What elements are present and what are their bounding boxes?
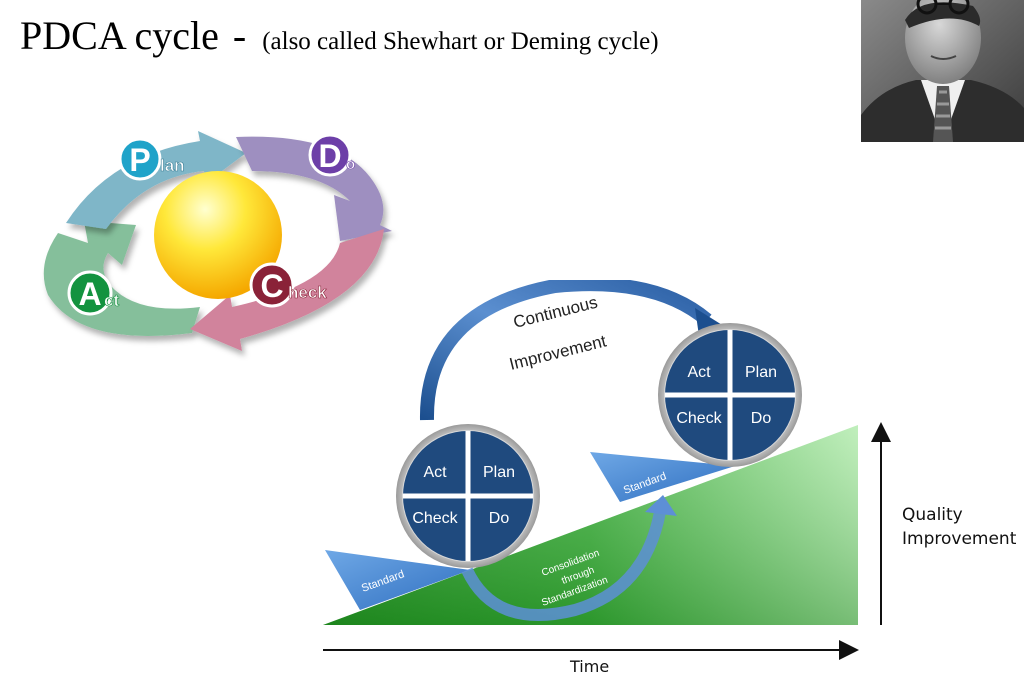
pdca-wheel-high: Act Plan Check Do [658, 323, 802, 467]
pdca-wheel-low: Act Plan Check Do [396, 424, 540, 568]
page-title: PDCA cycle [20, 13, 219, 58]
wheel-low-do: Do [489, 510, 510, 527]
act-initial: A [78, 276, 101, 312]
wheel-low-plan: Plan [483, 464, 515, 481]
standard-wedge-high [590, 452, 735, 502]
wheel-high-plan: Plan [745, 364, 777, 381]
wheel-high-do: Do [751, 410, 772, 427]
act-badge: A ct [67, 270, 120, 316]
plan-rest: lan [160, 156, 185, 175]
time-label: Time [570, 657, 610, 676]
title-dash: - [232, 13, 247, 58]
check-arrow-segment [190, 229, 384, 351]
center-sphere [154, 171, 282, 299]
do-rest: o [346, 156, 355, 173]
wheel-low-check: Check [412, 510, 458, 527]
wheel-low-act: Act [423, 464, 447, 481]
arc-label-line2: Improvement [507, 331, 608, 374]
plan-arrow-segment [66, 131, 246, 229]
wheel-high-check: Check [676, 410, 722, 427]
continuous-improvement-diagram: Standard Standard Consolidation through … [323, 280, 891, 660]
portrait-photo [861, 0, 1024, 142]
continuous-improvement-arc [419, 280, 712, 421]
pdca-cycle-diagram: P lan D o C heck A ct [43, 131, 392, 351]
quality-improvement-label: Quality Improvement [902, 503, 1016, 551]
check-rest: heck [288, 283, 327, 302]
y-axis-line1: Quality [902, 505, 963, 525]
plan-initial: P [129, 142, 150, 178]
page-title-row: PDCA cycle-(also called Shewhart or Demi… [20, 12, 659, 59]
act-rest: ct [104, 291, 119, 310]
plan-badge: P lan [118, 137, 185, 181]
do-initial: D [318, 138, 341, 174]
do-badge: D o [308, 133, 355, 177]
wheel-high-act: Act [687, 364, 711, 381]
check-badge: C heck [249, 262, 328, 308]
standard-wedge-low [325, 550, 470, 610]
do-arrow-segment [236, 136, 392, 241]
consolidation-arrow [461, 510, 666, 621]
check-initial: C [260, 268, 283, 304]
page-subtitle: (also called Shewhart or Deming cycle) [262, 28, 659, 55]
y-axis-line2: Improvement [902, 529, 1017, 549]
